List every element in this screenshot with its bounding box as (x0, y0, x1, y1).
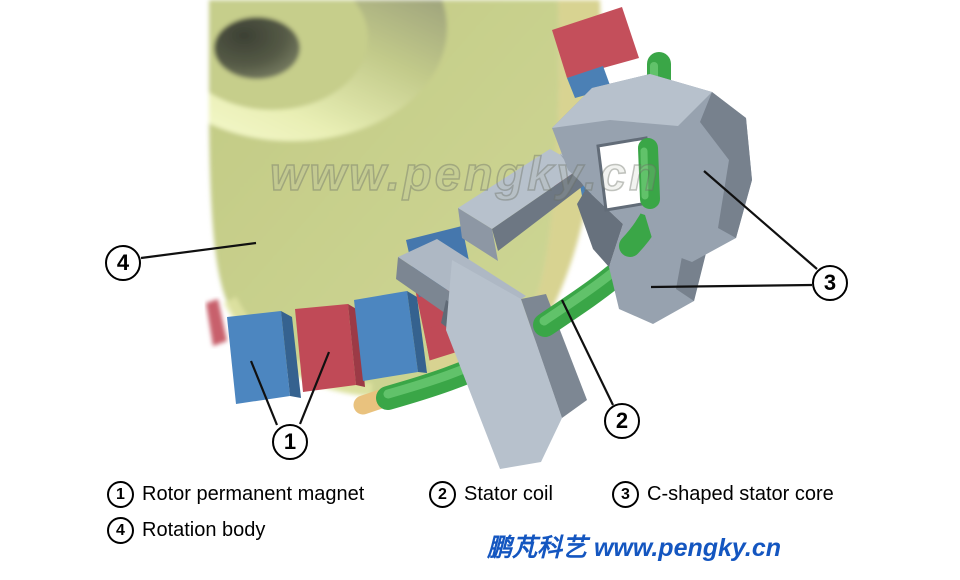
magnet-blue-front (227, 311, 290, 404)
legend-number-2: 2 (429, 481, 456, 508)
core-arm-front (458, 208, 498, 261)
legend-label-1: Rotor permanent magnet (142, 483, 365, 505)
callout-line-1a (249, 360, 279, 426)
legend-number-4: 4 (107, 517, 134, 544)
legend-item-stator-coil: 2 Stator coil (429, 481, 553, 508)
callout-2: 2 (604, 403, 640, 439)
core-mass-inner (577, 189, 623, 267)
core-leg-front (446, 260, 562, 469)
legend-number-1: 1 (107, 481, 134, 508)
legend-label-3: C-shaped stator core (647, 483, 834, 505)
legend-item-rotation-body: 4 Rotation body (107, 517, 265, 544)
stator-coil-mid (533, 264, 626, 337)
core-top-face (552, 74, 712, 128)
callout-2-number: 2 (615, 408, 629, 433)
coil-segment-mid-highlight (539, 268, 617, 326)
magnet-red-side (348, 304, 365, 387)
watermark-text: www.pengky.cn (270, 147, 661, 200)
coil-in-window-highlight (640, 147, 649, 200)
callout-4-number: 4 (116, 250, 130, 275)
legend-item-rotor-magnet: 1 Rotor permanent magnet (107, 481, 364, 508)
callout-3-number: 3 (823, 270, 837, 295)
callout-4: 4 (105, 245, 141, 281)
callout-line-1b (298, 351, 331, 425)
core-arm-under (492, 167, 587, 251)
coil-in-window (638, 138, 660, 209)
legend-item-stator-core: 3 C-shaped stator core (612, 481, 834, 508)
magnet-red-sliver (206, 299, 227, 346)
stator-core-top (552, 74, 752, 262)
legend-label-4: Rotation body (142, 519, 266, 541)
magnet-blue-side (281, 311, 301, 398)
legend-label-2: Stator coil (464, 483, 553, 505)
magnet-red-front (295, 304, 356, 392)
core-arm-top (458, 149, 582, 229)
site-footer: 鹏芃科艺 www.pengky.cn (487, 534, 782, 562)
callout-lines (140, 170, 818, 426)
callout-line-4 (140, 241, 257, 260)
callout-3: 3 (812, 265, 848, 301)
callout-1: 1 (272, 424, 308, 460)
callout-line-3a (703, 170, 818, 270)
legend-number-3: 3 (612, 481, 639, 508)
callout-line-2 (561, 299, 614, 406)
callout-line-3b (650, 283, 813, 289)
magnet-blue2-front (354, 291, 418, 381)
magnet-blue2-side (407, 291, 427, 373)
magnet-red-top-band (552, 7, 639, 78)
hub-hole (214, 17, 300, 79)
callout-1-number: 1 (283, 429, 297, 454)
